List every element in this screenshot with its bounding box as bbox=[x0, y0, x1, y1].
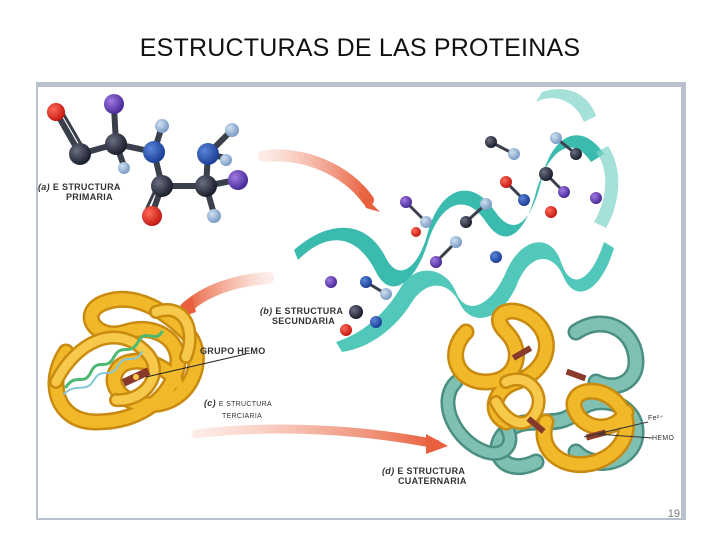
tertiary-structure bbox=[47, 290, 205, 431]
label-quaternary-line2: CUATERNARIA bbox=[398, 476, 467, 486]
label-secondary-structure: (b)E STRUCTURA SECUNDARIA bbox=[260, 306, 343, 326]
label-tertiary-line2: TERCIARIA bbox=[222, 413, 263, 420]
grupo-hemo-pointer bbox=[145, 353, 247, 378]
label-hemo-text: HEMO bbox=[652, 435, 675, 442]
label-quaternary-structure: (d)E STRUCTURA CUATERNARIA bbox=[382, 466, 467, 486]
label-grupo-hemo: GRUPO HEMO bbox=[200, 346, 266, 356]
slide-title: ESTRUCTURAS DE LAS PROTEINAS bbox=[139, 34, 581, 62]
protein-structure-figure: (a)E STRUCTURA PRIMARIA (b)E STRUCTURA S… bbox=[36, 82, 688, 522]
primary-atoms bbox=[47, 94, 248, 226]
label-secondary-line2: SECUNDARIA bbox=[272, 316, 336, 326]
label-fe: Fe²⁺ bbox=[648, 414, 663, 424]
label-quaternary-tag: (d) bbox=[382, 466, 395, 476]
label-secondary-tag: (b) bbox=[260, 306, 273, 316]
label-secondary-line1: E STRUCTURA bbox=[275, 306, 344, 316]
label-tertiary-tag: (c) bbox=[204, 398, 216, 408]
label-primary-line1: E STRUCTURA bbox=[52, 182, 121, 192]
label-tertiary-line1: E STRUCTURA bbox=[218, 401, 272, 408]
hemo-pointer bbox=[595, 433, 653, 439]
page-number: 19 bbox=[667, 508, 680, 520]
label-tertiary-structure: (c)E STRUCTURA TERCIARIA bbox=[204, 398, 272, 422]
label-quaternary-line1: E STRUCTURA bbox=[397, 466, 466, 476]
label-primary-structure: (a)E STRUCTURA PRIMARIA bbox=[38, 182, 121, 202]
label-fe-text: Fe²⁺ bbox=[648, 415, 664, 422]
figure-illustration bbox=[36, 82, 686, 520]
label-grupo-hemo-text: GRUPO HEMO bbox=[200, 346, 266, 356]
arrow-primary-to-secondary bbox=[258, 149, 374, 206]
label-primary-line2: PRIMARIA bbox=[66, 192, 113, 202]
fe-pointer bbox=[583, 421, 649, 438]
quaternary-structure bbox=[440, 302, 645, 476]
label-primary-tag: (a) bbox=[38, 182, 50, 192]
arrow-tertiary-to-quaternary bbox=[191, 424, 441, 449]
label-hemo: HEMO bbox=[652, 434, 674, 444]
secondary-structure-helix bbox=[294, 89, 619, 352]
